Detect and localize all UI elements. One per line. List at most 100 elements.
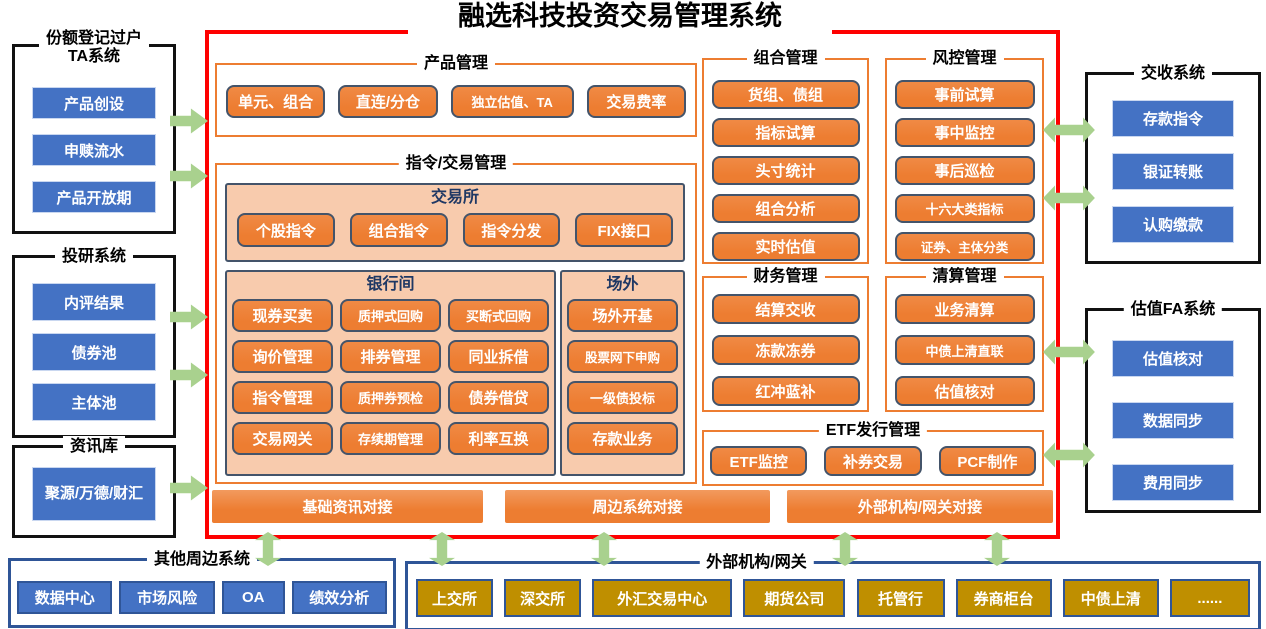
node-realtime-valuation: 实时估值 <box>711 232 860 261</box>
exchange-title: 交易所 <box>430 189 479 206</box>
etf-issuance-title: ETF发行管理 <box>818 420 928 441</box>
order-trade-management-section: 指令/交易管理 交易所 个股指令 组合指令 指令分发 FIX接口 银行间 现券买… <box>215 153 697 484</box>
node-fee-sync: 费用同步 <box>1112 464 1234 501</box>
interbank-subsection: 银行间 现券买卖 质押式回购 买断式回购 询价管理 排券管理 同业拆借 指令管理… <box>225 270 556 476</box>
etf-issuance-section: ETF发行管理 ETF监控 补券交易 PCF制作 <box>702 420 1044 486</box>
node-stock-order: 个股指令 <box>237 213 335 247</box>
node-otc-fund-opening: 场外开基 <box>567 299 678 332</box>
node-direct-split-position: 直连/分仓 <box>338 85 438 118</box>
node-in-trade-monitoring: 事中监控 <box>894 118 1035 147</box>
external-institutions-box: 外部机构/网关 上交所 深交所 外汇交易中心 期货公司 托管行 券商柜台 中债上… <box>405 552 1261 629</box>
order-trade-management-title: 指令/交易管理 <box>398 153 514 174</box>
node-sixteen-indicator-classes: 十六大类指标 <box>894 194 1035 223</box>
bar-external-gateway-integration: 外部机构/网关对接 <box>787 490 1053 523</box>
ta-system-title-line1: 份额登记过户 <box>45 30 143 47</box>
node-portfolio-analysis: 组合分析 <box>711 194 860 223</box>
settlement-system-title: 交收系统 <box>1133 63 1213 84</box>
node-ellipsis-more: ...... <box>1169 579 1250 617</box>
risk-management-title: 风控管理 <box>925 48 1004 69</box>
research-system-box: 投研系统 内评结果 债券池 主体池 <box>12 246 176 438</box>
node-bond-supplement-trading: 补券交易 <box>824 446 922 476</box>
node-portfolio-order: 组合指令 <box>349 213 448 247</box>
ta-system-title-line2: TA系统 <box>67 48 121 65</box>
node-valuation-check: 估值核对 <box>894 376 1035 406</box>
research-system-title: 投研系统 <box>54 246 134 267</box>
valuation-fa-system-box: 估值FA系统 估值核对 数据同步 费用同步 <box>1085 299 1261 513</box>
node-settlement-delivery: 结算交收 <box>711 294 860 324</box>
node-issuer-pool: 主体池 <box>32 383 156 421</box>
portfolio-management-title: 组合管理 <box>746 48 825 69</box>
node-security-issuer-classification: 证券、主体分类 <box>894 232 1035 261</box>
ta-system-box: 份额登记过户 TA系统 产品创设 申赎流水 产品开放期 <box>12 30 176 234</box>
node-deposit-business: 存款业务 <box>567 422 678 455</box>
node-interbank-lending: 同业拆借 <box>448 340 549 373</box>
node-unit-portfolio: 单元、组合 <box>226 85 326 118</box>
node-shenzhen-stock-exchange: 深交所 <box>504 579 582 617</box>
node-outright-repo: 买断式回购 <box>448 299 549 332</box>
product-management-title: 产品管理 <box>416 53 496 74</box>
otc-subsection: 场外 场外开基 股票网下申购 一级债投标 存款业务 <box>560 270 685 476</box>
node-order-distribution: 指令分发 <box>462 213 561 247</box>
node-indicator-trial-calc: 指标试算 <box>711 118 860 147</box>
node-interest-rate-swap: 利率互换 <box>448 422 549 455</box>
node-data-sync: 数据同步 <box>1112 402 1234 439</box>
settlement-system-box: 交收系统 存款指令 银证转账 认购缴款 <box>1085 63 1261 264</box>
node-pcf-creation: PCF制作 <box>938 446 1036 476</box>
clearing-management-section: 清算管理 业务清算 中债上清直联 估值核对 <box>885 266 1044 412</box>
node-position-statistics: 头寸统计 <box>711 156 860 185</box>
node-fix-interface: FIX接口 <box>575 213 673 247</box>
node-stock-offline-subscription: 股票网下申购 <box>567 340 678 373</box>
node-custodian-bank: 托管行 <box>856 579 945 617</box>
node-data-center: 数据中心 <box>17 581 113 614</box>
portfolio-management-section: 组合管理 货组、债组 指标试算 头寸统计 组合分析 实时估值 <box>702 48 869 264</box>
node-trading-gateway: 交易网关 <box>232 422 333 455</box>
node-etf-monitoring: ETF监控 <box>710 446 808 476</box>
node-deposit-order: 存款指令 <box>1112 100 1234 137</box>
clearing-management-title: 清算管理 <box>925 266 1004 287</box>
node-order-management: 指令管理 <box>232 381 333 414</box>
node-cash-bond-trading: 现券买卖 <box>232 299 333 332</box>
node-money-bond-groups: 货组、债组 <box>711 80 860 109</box>
peripheral-systems-box: 其他周边系统 数据中心 市场风险 OA 绩效分析 <box>8 549 396 628</box>
node-cdc-shch-direct-link: 中债上清直联 <box>894 335 1035 365</box>
node-broker-counter: 券商柜台 <box>955 579 1052 617</box>
ta-system-title: 份额登记过户 TA系统 <box>38 30 150 66</box>
finance-management-section: 财务管理 结算交收 冻款冻券 红冲蓝补 <box>702 266 869 412</box>
node-pledge-bond-precheck: 质押券预检 <box>340 381 441 414</box>
node-red-blue-correction: 红冲蓝补 <box>711 376 860 406</box>
node-performance-analysis: 绩效分析 <box>291 581 387 614</box>
node-product-creation: 产品创设 <box>32 87 156 119</box>
node-cdc-shch: 中债上清 <box>1062 579 1159 617</box>
node-pledged-repo: 质押式回购 <box>340 299 441 332</box>
node-shanghai-stock-exchange: 上交所 <box>416 579 494 617</box>
node-data-vendors: 聚源/万德/财汇 <box>32 467 156 521</box>
node-duration-management: 存续期管理 <box>340 422 441 455</box>
bar-basic-info-integration: 基础资讯对接 <box>212 490 483 523</box>
node-primary-bond-bidding: 一级债投标 <box>567 381 678 414</box>
node-bond-pool: 债券池 <box>32 333 156 371</box>
info-library-box: 资讯库 聚源/万德/财汇 <box>12 436 176 538</box>
node-pre-trade-check: 事前试算 <box>894 80 1035 109</box>
external-institutions-title: 外部机构/网关 <box>699 552 814 573</box>
node-oa: OA <box>221 581 285 614</box>
node-quote-management: 询价管理 <box>232 340 333 373</box>
node-futures-company: 期货公司 <box>743 579 846 617</box>
node-bond-arrangement: 排券管理 <box>340 340 441 373</box>
otc-title: 场外 <box>606 276 639 293</box>
node-trading-fee-rate: 交易费率 <box>586 85 687 118</box>
product-management-section: 产品管理 单元、组合 直连/分仓 独立估值、TA 交易费率 <box>215 53 697 137</box>
node-subscription-payment: 认购缴款 <box>1112 206 1234 243</box>
node-post-trade-inspection: 事后巡检 <box>894 156 1035 185</box>
node-internal-rating-result: 内评结果 <box>32 283 156 321</box>
risk-management-section: 风控管理 事前试算 事中监控 事后巡检 十六大类指标 证券、主体分类 <box>885 48 1044 264</box>
node-product-open-period: 产品开放期 <box>32 181 156 213</box>
node-subscription-redemption-flow: 申赎流水 <box>32 134 156 166</box>
bar-peripheral-system-integration: 周边系统对接 <box>505 490 770 523</box>
node-valuation-reconciliation: 估值核对 <box>1112 340 1234 377</box>
exchange-subsection: 交易所 个股指令 组合指令 指令分发 FIX接口 <box>225 183 685 262</box>
node-market-risk: 市场风险 <box>119 581 215 614</box>
info-library-title: 资讯库 <box>62 436 126 457</box>
finance-management-title: 财务管理 <box>746 266 825 287</box>
valuation-fa-system-title: 估值FA系统 <box>1123 299 1223 320</box>
